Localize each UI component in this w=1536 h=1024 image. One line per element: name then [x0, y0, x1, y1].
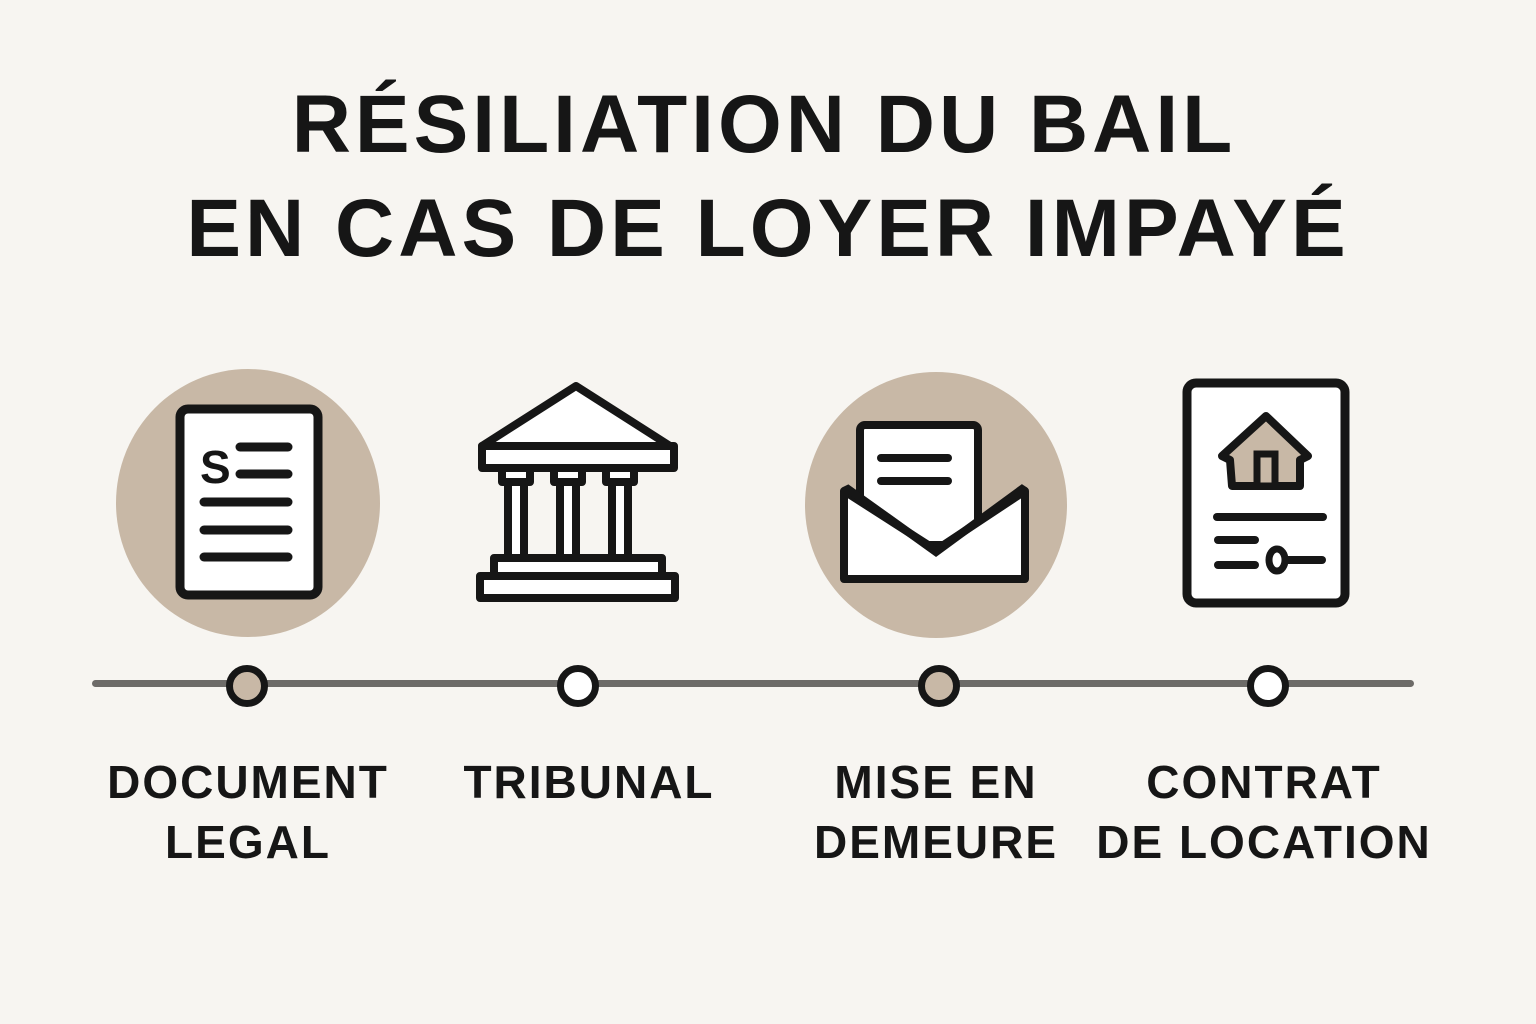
timeline-node-tribunal[interactable]: [557, 665, 599, 707]
courthouse-icon: [476, 382, 679, 602]
rental-contract-icon: [1182, 378, 1350, 608]
step-label-line-2: LEGAL: [165, 816, 331, 868]
title-line-1: RÉSILIATION DU BAIL: [291, 79, 1237, 170]
timeline-node-contrat-de-location[interactable]: [1247, 665, 1289, 707]
step-label-tribunal: TRIBUNAL: [409, 752, 769, 812]
step-label-document-legal: DOCUMENT LEGAL: [68, 752, 428, 872]
timeline-track: [92, 680, 1414, 687]
step-label-line-1: MISE EN: [834, 756, 1038, 808]
open-envelope-icon: [805, 372, 1067, 638]
step-label-line-1: DOCUMENT: [107, 756, 389, 808]
step-label-contrat-de-location: CONTRAT DE LOCATION: [1084, 752, 1444, 872]
timeline-node-mise-en-demeure[interactable]: [918, 665, 960, 707]
step-label-line-2: DEMEURE: [813, 816, 1059, 868]
title-line-2: EN CAS DE LOYER IMPAYÉ: [186, 183, 1350, 274]
step-label-line-2: DE LOCATION: [1096, 816, 1432, 868]
timeline-node-document-legal[interactable]: [226, 665, 268, 707]
step-label-line-1: TRIBUNAL: [463, 756, 715, 808]
document-dollar-icon: S: [116, 369, 380, 637]
step-label-line-1: CONTRAT: [1146, 756, 1382, 808]
svg-text:S: S: [200, 441, 231, 493]
step-label-mise-en-demeure: MISE EN DEMEURE: [756, 752, 1116, 872]
